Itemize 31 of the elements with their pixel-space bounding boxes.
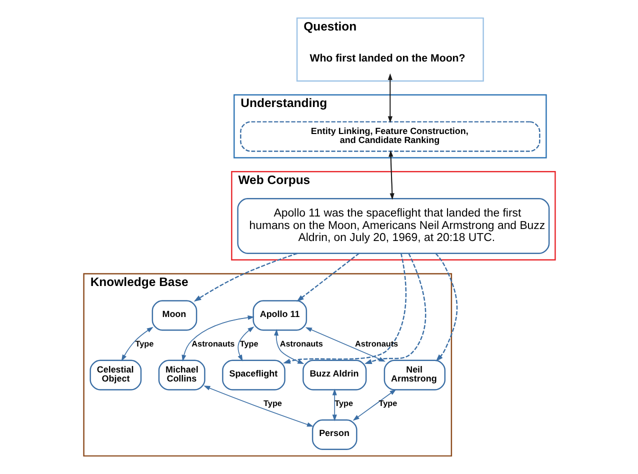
node-box: Moon: [151, 300, 197, 331]
edge-label: Type: [134, 339, 154, 348]
arrow: [193, 252, 298, 302]
node-box: Apollo 11: [252, 300, 307, 331]
edge-label: Type: [378, 399, 397, 408]
arrow: [332, 388, 336, 422]
node-box: Celestial Object: [89, 360, 142, 390]
arrow: [296, 252, 359, 302]
arrow: [237, 326, 254, 362]
edge-label: Astronauts: [279, 339, 322, 348]
arrow: [120, 326, 153, 362]
edge-label: Astronauts: [191, 339, 234, 348]
edge-label: Type: [263, 399, 282, 408]
arrow: [304, 327, 385, 362]
arrow: [203, 386, 314, 427]
node-box: Michael Collins: [158, 360, 205, 390]
node-box: Spaceflight: [222, 360, 285, 390]
node-box: Neil Armstrong: [383, 360, 446, 390]
arrow: [352, 389, 396, 421]
arrow: [273, 329, 304, 364]
node-box: Buzz Aldrin: [302, 360, 366, 390]
node-box: Person: [311, 419, 357, 450]
node-text: Who first landed on the Moon?: [309, 52, 465, 65]
arrow: [364, 253, 426, 364]
arrow: [282, 253, 406, 364]
node-box: Entity Linking, Feature Construction, and Candidate Ranking: [240, 121, 540, 152]
edge-label: Type: [239, 339, 258, 348]
arrow: [181, 315, 254, 362]
edge-label: Astronauts: [354, 339, 398, 348]
arrow: [434, 252, 458, 362]
node-box: Apollo 11 was the spaceflight that landed the first humans on the Moon, Americans Neil Armstrong and Buzz Aldrin, on July 20, 1969, at 20:18 UTC.: [236, 198, 550, 254]
